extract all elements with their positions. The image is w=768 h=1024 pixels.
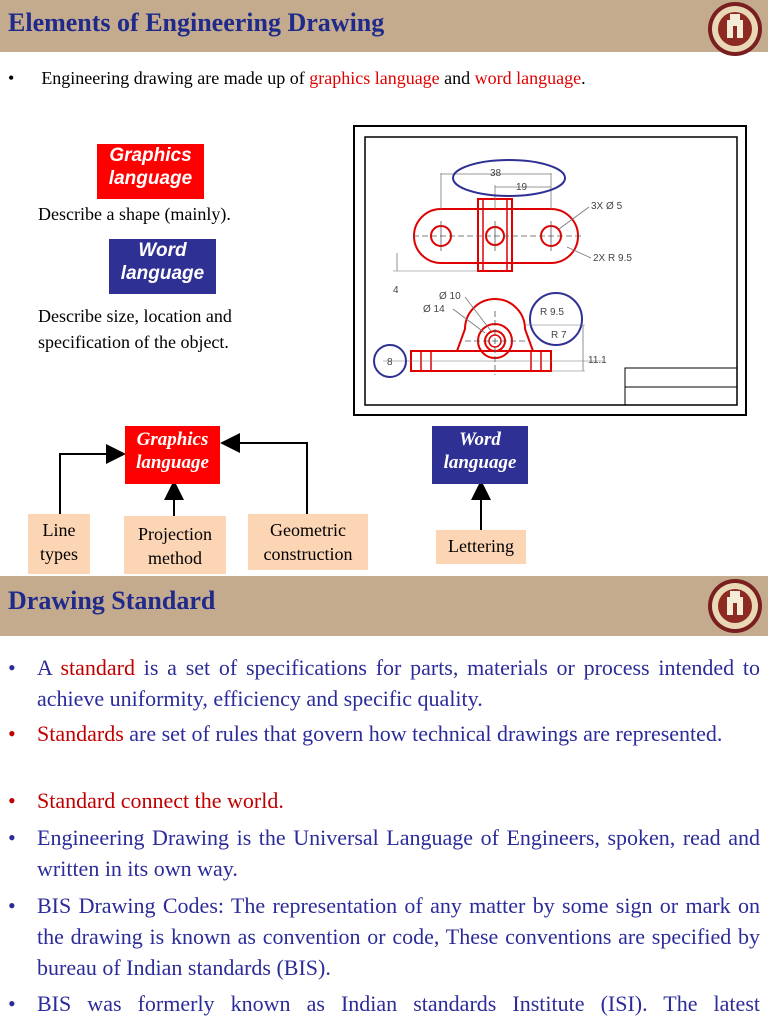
line-types-line1: Line xyxy=(42,520,76,540)
dim-111: 11.1 xyxy=(588,355,607,366)
intro-word: word language xyxy=(474,68,582,88)
graphics-language-badge: Graphics language xyxy=(97,144,204,199)
bullet-dot: • xyxy=(8,788,16,813)
projection-line2: method xyxy=(148,548,202,568)
dim-phi10: Ø 10 xyxy=(439,291,461,302)
radius-highlight-circle xyxy=(529,292,583,346)
dim-19: 19 xyxy=(516,182,528,193)
geometric-line2: construction xyxy=(263,544,353,564)
bullet-dot: • xyxy=(8,721,16,746)
university-seal-icon xyxy=(708,2,762,56)
dim-r95: R 9.5 xyxy=(540,307,564,318)
dim-38: 38 xyxy=(490,168,502,179)
word-description: Describe size, location and specificatio… xyxy=(38,303,232,355)
diagram-graphics-line2: language xyxy=(136,451,209,473)
word-language-badge: Word language xyxy=(109,239,216,294)
projection-line1: Projection xyxy=(138,524,212,544)
line-types-box: Line types xyxy=(28,514,90,574)
graphics-description: Describe a shape (mainly). xyxy=(38,204,231,224)
line-types-line2: types xyxy=(40,544,78,564)
intro-prefix: Engineering drawing are made up of xyxy=(41,68,310,88)
bullet-1-post: is a set of specifications for parts, ma… xyxy=(37,655,760,711)
bullet-dot: • xyxy=(8,655,16,680)
bullet-dot: • xyxy=(8,825,16,850)
dim-4: 4 xyxy=(393,285,399,296)
dim-8: 8 xyxy=(387,357,393,368)
slide1-title: Elements of Engineering Drawing xyxy=(8,8,385,37)
diagram-word-language: Word language xyxy=(432,426,528,484)
intro-suffix: . xyxy=(581,68,586,88)
dimension-highlight-ellipse xyxy=(452,159,566,197)
bullet-5-text: BIS Drawing Codes: The representation of… xyxy=(37,893,760,980)
bullet-2-highlight: Standards xyxy=(37,721,124,746)
intro-bullet: • Engineering drawing are made up of gra… xyxy=(8,68,748,89)
projection-method-box: Projection method xyxy=(124,516,226,574)
geometric-construction-box: Geometric construction xyxy=(248,514,368,570)
word-label-line1: Word xyxy=(138,240,187,261)
diagram-graphics-line1: Graphics xyxy=(136,429,209,450)
word-desc-line2: specification of the object. xyxy=(38,332,229,352)
note-radius: 2X R 9.5 xyxy=(593,253,632,264)
bullet-6-text: BIS was formerly known as Indian standar… xyxy=(37,991,760,1016)
note-holes: 3X Ø 5 xyxy=(591,201,623,212)
language-diagram-arrows xyxy=(59,433,491,530)
university-seal-icon xyxy=(708,579,762,633)
bullet-dot: • xyxy=(8,893,16,918)
bullet-dot: • xyxy=(8,68,15,88)
lettering-box: Lettering xyxy=(436,530,526,564)
geometric-line1: Geometric xyxy=(270,520,346,540)
diagram-word-line1: Word xyxy=(459,429,501,450)
diagram-word-line2: language xyxy=(443,451,517,473)
lettering-label: Lettering xyxy=(448,536,514,556)
intro-graphics: graphics language xyxy=(309,68,440,88)
bullet-dot: • xyxy=(8,991,16,1016)
bullet-1-highlight: standard xyxy=(60,655,135,680)
bullet-4-text: Engineering Drawing is the Universal Lan… xyxy=(37,825,760,881)
dim-phi14: Ø 14 xyxy=(423,304,445,315)
intro-and: and xyxy=(439,68,475,88)
word-desc-line1: Describe size, location and xyxy=(38,306,232,326)
graphics-label-line1: Graphics xyxy=(109,145,192,166)
slide2-header: Drawing Standard xyxy=(0,576,768,636)
thickness-highlight-circle xyxy=(373,344,407,378)
diagram-graphics-language: Graphics language xyxy=(125,426,220,484)
bullet-3-highlight: Standard connect the world. xyxy=(37,788,284,813)
graphics-label-line2: language xyxy=(108,167,193,189)
slide1-header: Elements of Engineering Drawing xyxy=(0,0,768,56)
slide2-title: Drawing Standard xyxy=(8,586,216,615)
dim-r7: R 7 xyxy=(551,330,567,341)
bullet-1-pre: A xyxy=(37,655,61,680)
bullet-2-post: are set of rules that govern how technic… xyxy=(123,721,723,746)
word-label-line2: language xyxy=(120,262,205,284)
engineering-drawing-figure: 38 19 3X Ø 5 2X R 9.5 4 Ø 10 Ø 14 R 9.5 … xyxy=(353,125,747,416)
